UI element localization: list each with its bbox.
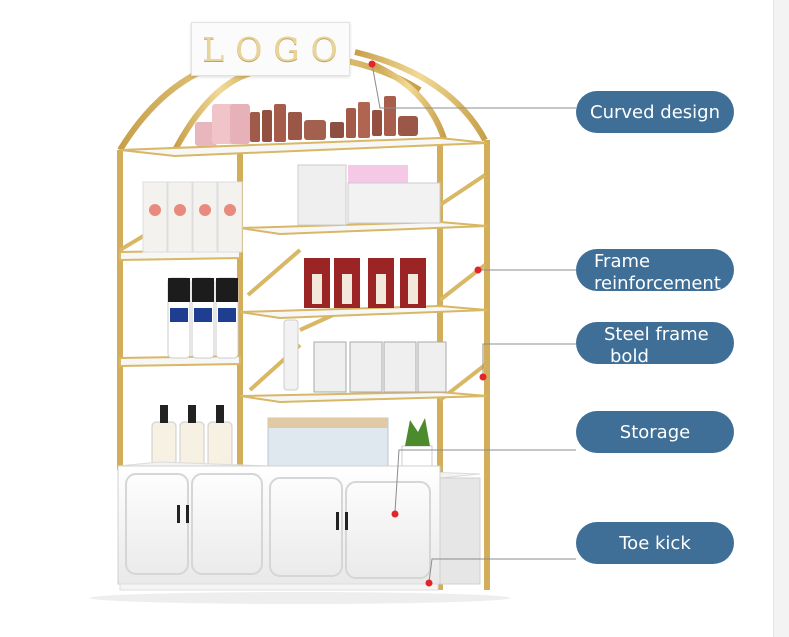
- logo-sign: LOGO: [191, 22, 350, 76]
- callout-label: Storage: [619, 421, 691, 443]
- storage-cabinet: [117, 461, 481, 591]
- callout-leaders: [371, 63, 576, 583]
- products-left: [142, 181, 243, 469]
- callout-label-line1: Frame: [594, 251, 651, 272]
- callout-label: Toe kick: [619, 532, 691, 554]
- floor-shadow: [90, 592, 510, 604]
- callout-steel-frame: Steel frame bold: [576, 322, 734, 364]
- callout-label-line2: reinforcement: [594, 273, 721, 291]
- logo-text: LOGO: [202, 29, 349, 69]
- callout-curved-design: Curved design: [576, 91, 734, 133]
- products-top: [195, 96, 418, 146]
- callout-frame-reinforcement: Frame reinforcement: [576, 249, 734, 291]
- arch-frame: [117, 49, 488, 470]
- callout-markers: [368, 60, 487, 587]
- scroll-edge: [773, 0, 789, 637]
- callout-toe-kick: Toe kick: [576, 522, 734, 564]
- products-right: [267, 164, 447, 481]
- callout-label: Curved design: [590, 101, 720, 123]
- callout-storage: Storage: [576, 411, 734, 453]
- callout-label-line1: Steel frame: [604, 324, 709, 345]
- callout-label-line2: bold: [610, 346, 649, 364]
